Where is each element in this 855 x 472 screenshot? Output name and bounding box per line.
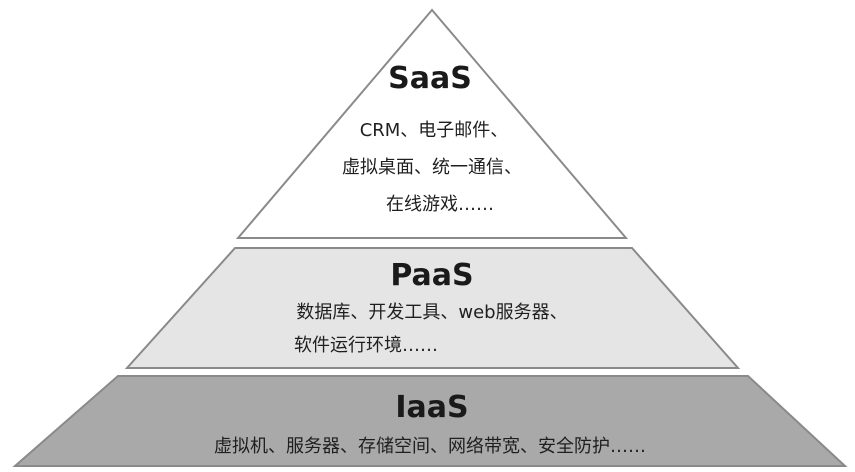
layer-iaas: IaaS 虚拟机、服务器、存储空间、网络带宽、安全防护…… — [12, 375, 848, 467]
layer-saas-line-1: CRM、电子邮件、 — [360, 120, 509, 141]
layer-saas: SaaS CRM、电子邮件、 虚拟桌面、统一通信、 在线游戏…… — [235, 8, 629, 239]
layer-iaas-title: IaaS — [395, 390, 468, 425]
layer-paas-line-1: 数据库、开发工具、web服务器、 — [296, 302, 567, 323]
layer-iaas-shape — [12, 375, 848, 467]
layer-paas: PaaS 数据库、开发工具、web服务器、 软件运行环境…… — [124, 247, 741, 369]
layer-paas-line-2: 软件运行环境…… — [294, 335, 438, 356]
layer-paas-title: PaaS — [390, 258, 473, 293]
layer-saas-line-2: 虚拟桌面、统一通信、 — [342, 157, 522, 178]
layer-paas-shape — [124, 247, 741, 369]
layer-saas-line-3: 在线游戏…… — [386, 194, 494, 215]
layer-iaas-line-1: 虚拟机、服务器、存储空间、网络带宽、安全防护…… — [214, 436, 646, 457]
layer-saas-shape — [235, 8, 629, 239]
layer-saas-title: SaaS — [388, 61, 472, 96]
